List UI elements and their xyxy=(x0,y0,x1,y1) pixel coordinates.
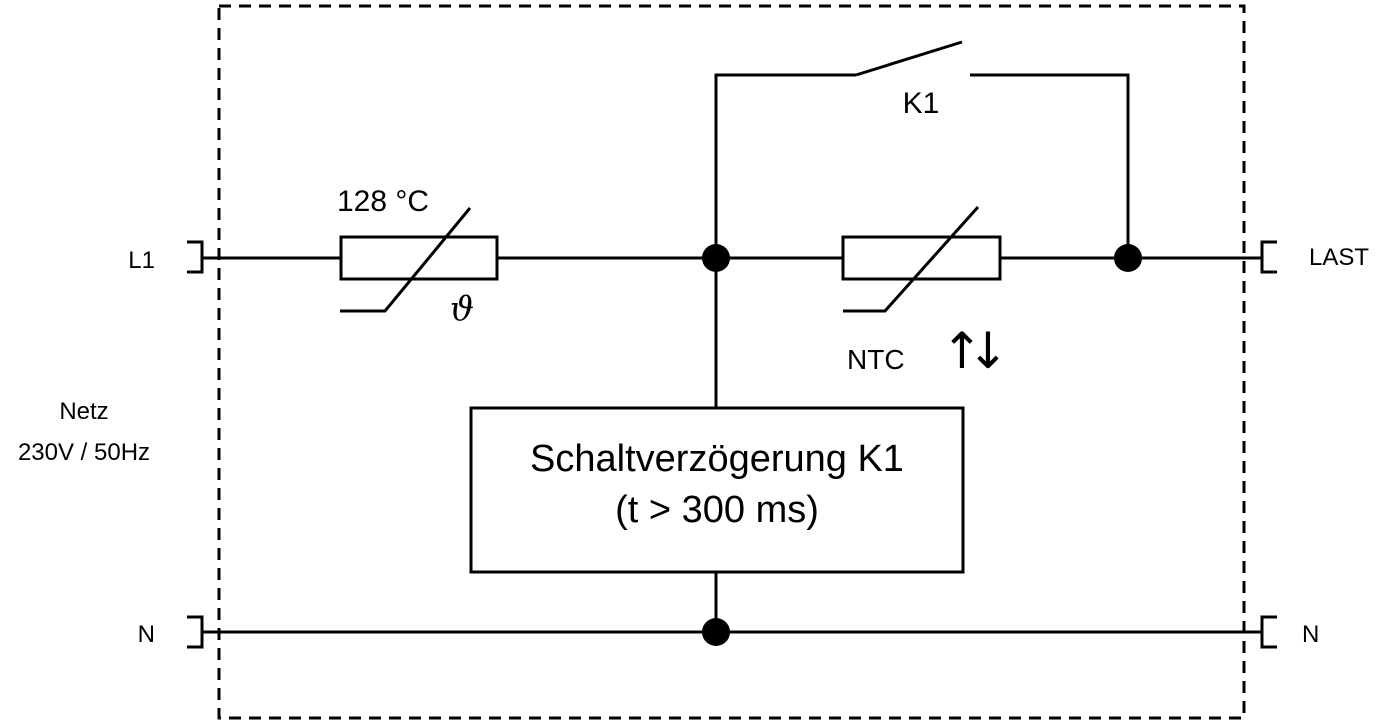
thermal-fuse-symbol: ϑ xyxy=(450,289,474,329)
ntc-arrow-down-icon: ↓ xyxy=(967,322,1009,380)
terminal-n-right xyxy=(1260,615,1277,649)
junction-dot xyxy=(702,618,730,646)
relay-contact-k1 xyxy=(855,40,963,77)
ntc-label: NTC xyxy=(847,344,905,375)
junction-dot xyxy=(702,244,730,272)
device-enclosure xyxy=(217,4,1246,720)
terminal-n-right-label: N xyxy=(1302,621,1319,648)
delay-block-subtitle: (t > 300 ms) xyxy=(615,489,819,531)
wire-bypass-right xyxy=(970,73,1130,258)
relay-contact-label: K1 xyxy=(903,87,940,120)
ntc-resistor xyxy=(841,235,1002,281)
delay-block xyxy=(469,406,965,574)
delay-block-title: Schaltverzögerung K1 xyxy=(530,438,904,480)
wire-bypass-left xyxy=(714,73,856,258)
thermal-fuse-rating: 128 °C xyxy=(337,185,429,218)
junction-dot xyxy=(1114,244,1142,272)
ntc-slash xyxy=(843,206,980,313)
thermal-fuse xyxy=(339,235,499,281)
terminal-l1 xyxy=(187,240,204,274)
terminal-last xyxy=(1260,240,1277,274)
terminal-l1-label: L1 xyxy=(128,247,155,274)
supply-label-line1: Netz xyxy=(59,398,108,425)
ntc-arrow-up-icon: ↑ xyxy=(941,322,983,380)
terminal-n-left xyxy=(187,615,204,649)
supply-label-line2: 230V / 50Hz xyxy=(18,439,150,466)
terminal-n-left-label: N xyxy=(138,621,155,648)
thermal-fuse-slash xyxy=(340,207,472,313)
terminal-last-label: LAST xyxy=(1309,244,1369,271)
